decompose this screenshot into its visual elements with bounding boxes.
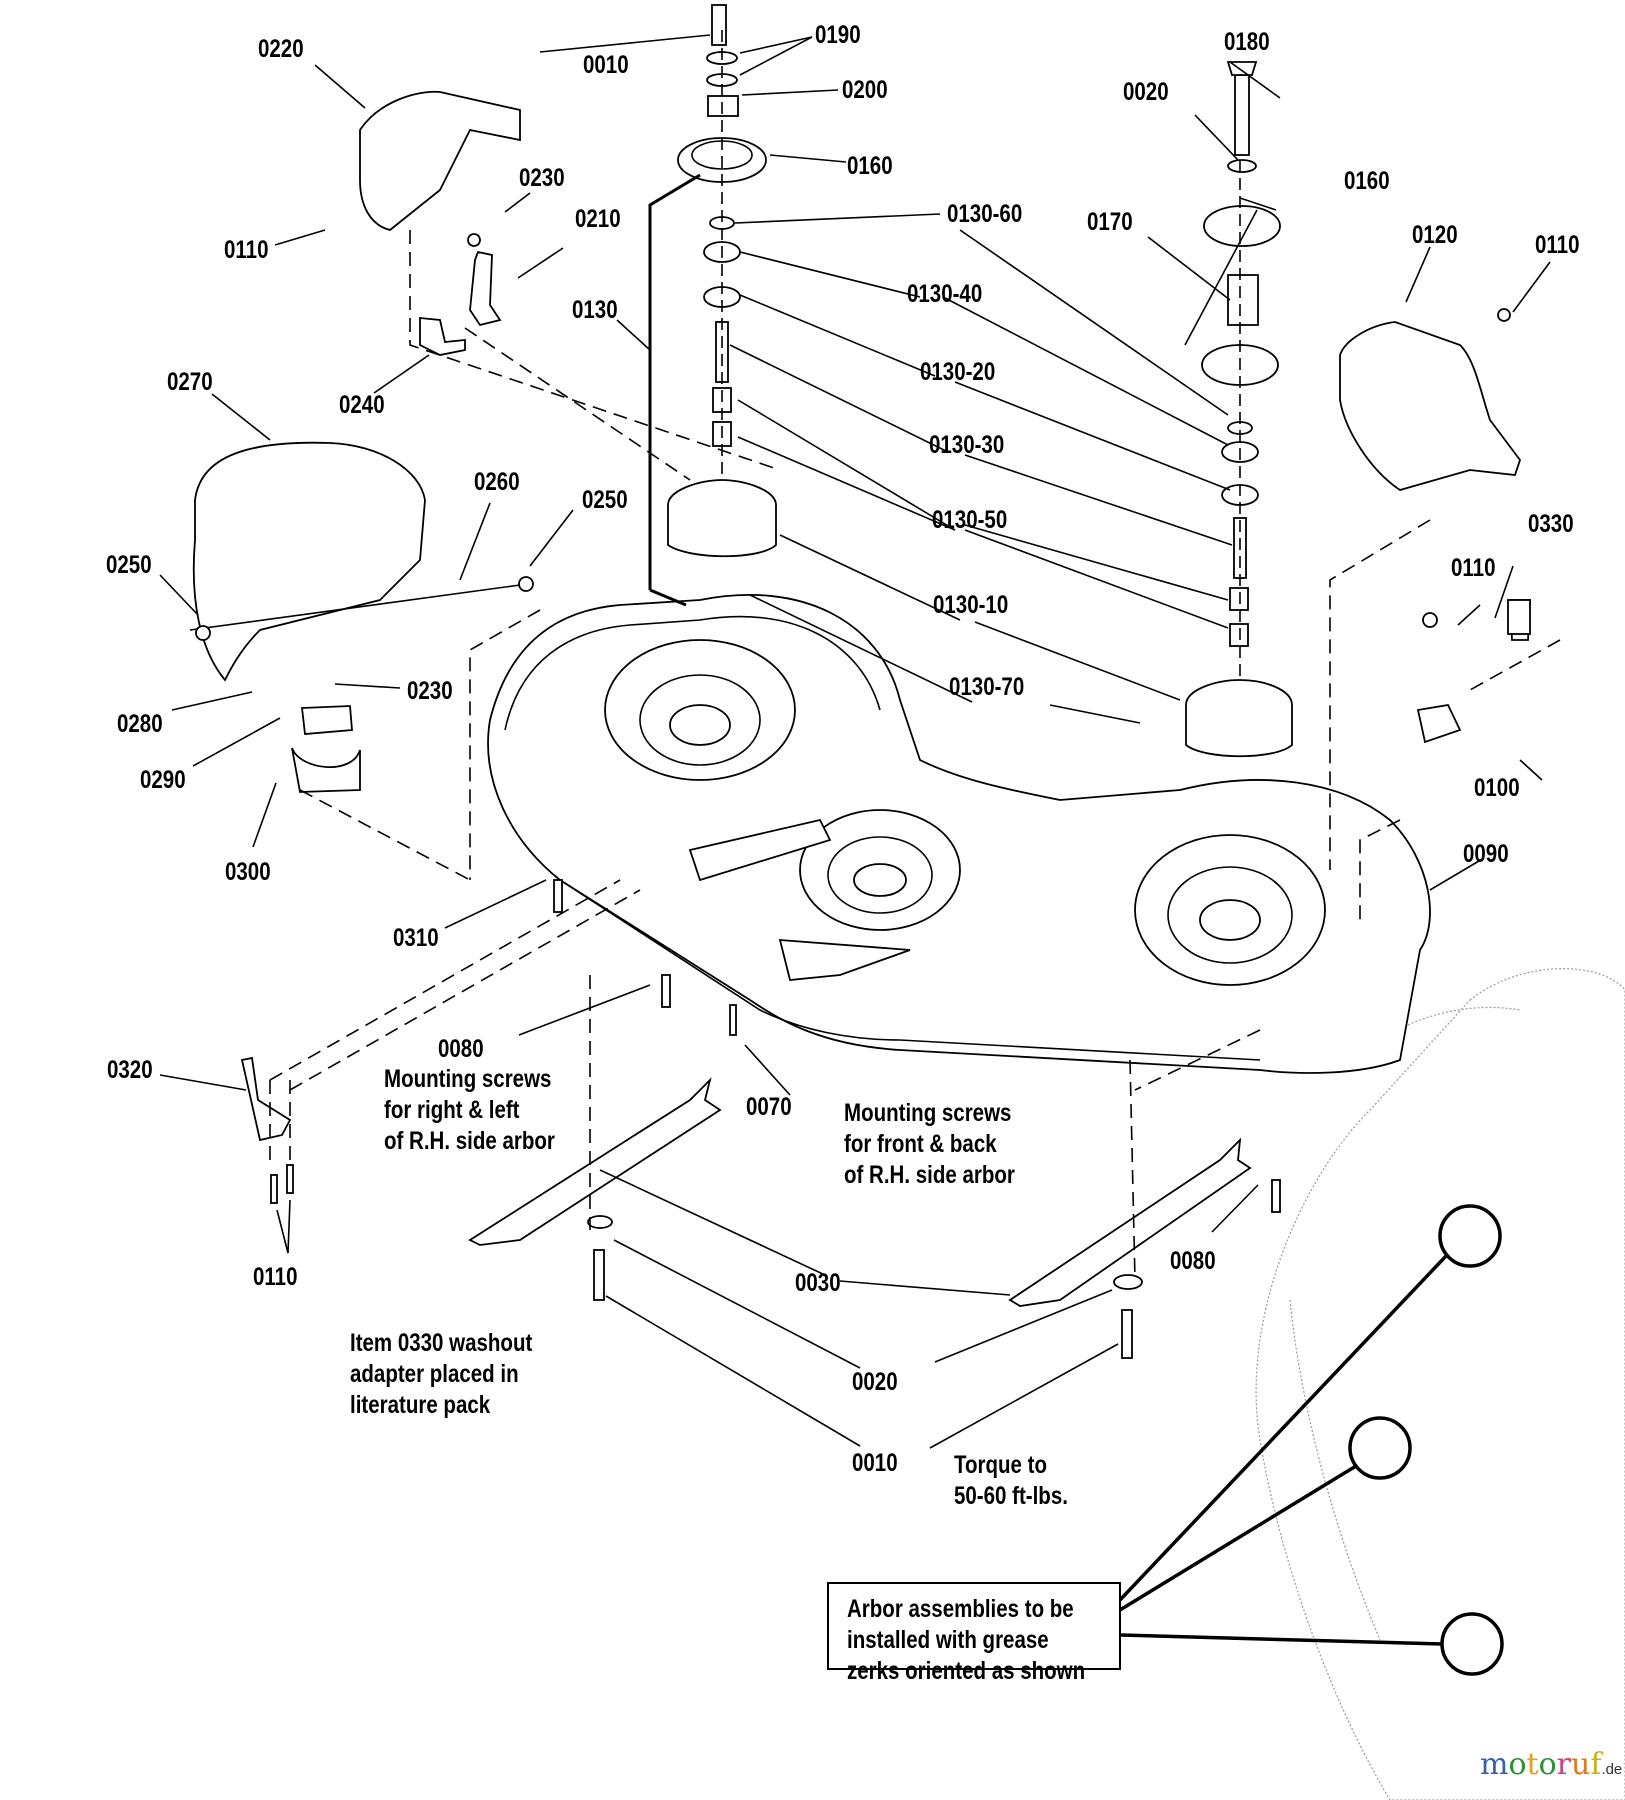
callout-0260: 0260 xyxy=(474,468,520,496)
note-line: installed with grease xyxy=(847,1626,1049,1654)
callout-0130-40: 0130-40 xyxy=(907,280,983,308)
callout-0130-10: 0130-10 xyxy=(933,591,1009,619)
callout-0110: 0110 xyxy=(253,1263,298,1291)
callout-0160: 0160 xyxy=(1344,167,1390,195)
arbor-highlight-circles xyxy=(1118,1204,1504,1676)
callout-0130: 0130 xyxy=(572,296,618,324)
callout-0250: 0250 xyxy=(106,551,152,579)
callout-0110: 0110 xyxy=(1535,231,1580,259)
right-spindle-stack xyxy=(1185,61,1293,758)
logo-letters: motoruf xyxy=(1480,1747,1601,1782)
logo-letter: t xyxy=(1526,1747,1539,1782)
callout-0160: 0160 xyxy=(847,152,893,180)
callout-0080: 0080 xyxy=(1170,1247,1216,1275)
note-line: Mounting screws xyxy=(844,1099,1012,1127)
belt-shield-0220 xyxy=(359,90,521,231)
washout-adapter-0330 xyxy=(1507,599,1531,635)
callout-0240: 0240 xyxy=(339,391,385,419)
logo-letter: u xyxy=(1570,1747,1591,1782)
note-line: zerks oriented as shown xyxy=(847,1657,1086,1685)
callout-0020: 0020 xyxy=(1123,78,1169,106)
callout-0070: 0070 xyxy=(746,1093,792,1121)
note-line: Item 0330 washout xyxy=(350,1329,533,1357)
callout-0100: 0100 xyxy=(1474,774,1520,802)
callout-0220: 0220 xyxy=(258,35,304,63)
logo-letter: m xyxy=(1480,1747,1509,1782)
bracket-0210 xyxy=(469,250,502,327)
blade-left-0030 xyxy=(468,1077,722,1246)
callout-0300: 0300 xyxy=(225,858,271,886)
note-line: of R.H. side arbor xyxy=(384,1127,555,1155)
leader-lines xyxy=(159,34,1551,1449)
callout-0230: 0230 xyxy=(519,164,565,192)
callout-0250: 0250 xyxy=(582,486,628,514)
callout-0130-60: 0130-60 xyxy=(947,200,1023,228)
callout-0020: 0020 xyxy=(852,1368,898,1396)
note-line: Mounting screws xyxy=(384,1065,552,1093)
bracket-0300 xyxy=(291,747,361,793)
note-torque: Torque to 50-60 ft-lbs. xyxy=(954,1450,1068,1512)
note-arbor-orientation: Arbor assemblies to be installed with gr… xyxy=(847,1594,1085,1687)
callout-0210: 0210 xyxy=(575,205,621,233)
callout-0110: 0110 xyxy=(1451,554,1496,582)
callout-0010: 0010 xyxy=(583,51,629,79)
callout-0180: 0180 xyxy=(1224,28,1270,56)
note-line: literature pack xyxy=(350,1391,491,1419)
callout-0130-30: 0130-30 xyxy=(929,431,1005,459)
arbor-circle-1 xyxy=(1438,1204,1502,1268)
arbor-circle-2 xyxy=(1348,1416,1412,1480)
mower-deck-0090 xyxy=(487,594,1431,1074)
logo-suffix: .de xyxy=(1601,1761,1623,1778)
callout-0080: 0080 xyxy=(438,1035,484,1063)
logo-letter: o xyxy=(1538,1747,1557,1782)
belt-shield-0120 xyxy=(1339,321,1522,491)
note-mounting-front-back: Mounting screws for front & back of R.H.… xyxy=(844,1098,1015,1191)
washout-port-0100 xyxy=(1416,704,1462,744)
callout-0320: 0320 xyxy=(107,1056,153,1084)
logo-letter: r xyxy=(1556,1747,1571,1782)
note-washout-adapter: Item 0330 washout adapter placed in lite… xyxy=(350,1328,532,1421)
left-spindle-stack xyxy=(648,4,777,607)
callout-0330: 0330 xyxy=(1528,510,1574,538)
note-line: for front & back xyxy=(844,1130,997,1158)
callout-0130-20: 0130-20 xyxy=(920,358,996,386)
callout-0010: 0010 xyxy=(852,1449,898,1477)
bracket-0320 xyxy=(240,1056,292,1142)
note-line: Arbor assemblies to be xyxy=(847,1595,1074,1623)
note-line: Torque to xyxy=(954,1451,1047,1479)
callout-0130-70: 0130-70 xyxy=(949,673,1025,701)
logo-letter: f xyxy=(1590,1747,1602,1782)
arbor-circle-3 xyxy=(1440,1612,1504,1676)
callout-0130-50: 0130-50 xyxy=(932,506,1008,534)
callout-0120: 0120 xyxy=(1412,221,1458,249)
callout-0270: 0270 xyxy=(167,368,213,396)
callout-0090: 0090 xyxy=(1463,840,1509,868)
motoruf-watermark-logo: motoruf.de xyxy=(1480,1750,1622,1780)
callout-0290: 0290 xyxy=(140,766,186,794)
note-line: of R.H. side arbor xyxy=(844,1161,1015,1189)
callout-0030: 0030 xyxy=(795,1269,841,1297)
callout-0280: 0280 xyxy=(117,710,163,738)
note-line: 50-60 ft-lbs. xyxy=(954,1482,1068,1510)
discharge-chute-0270 xyxy=(192,441,426,682)
arbor-orientation-note-box: Arbor assemblies to be installed with gr… xyxy=(827,1582,1121,1685)
logo-letter: o xyxy=(1508,1747,1527,1782)
note-line: for right & left xyxy=(384,1096,520,1124)
bracket-0240 xyxy=(419,317,466,356)
callout-0200: 0200 xyxy=(842,76,888,104)
callout-0230: 0230 xyxy=(407,677,453,705)
note-mounting-right-left: Mounting screws for right & left of R.H.… xyxy=(384,1064,555,1157)
callout-0110: 0110 xyxy=(224,236,269,264)
bracket-0290 xyxy=(300,705,353,735)
note-line: adapter placed in xyxy=(350,1360,519,1388)
callout-0170: 0170 xyxy=(1087,208,1133,236)
callout-0190: 0190 xyxy=(815,21,861,49)
ghost-deck-view xyxy=(1255,968,1625,1800)
blade-right-0030 xyxy=(1008,1137,1252,1307)
callout-0310: 0310 xyxy=(393,924,439,952)
